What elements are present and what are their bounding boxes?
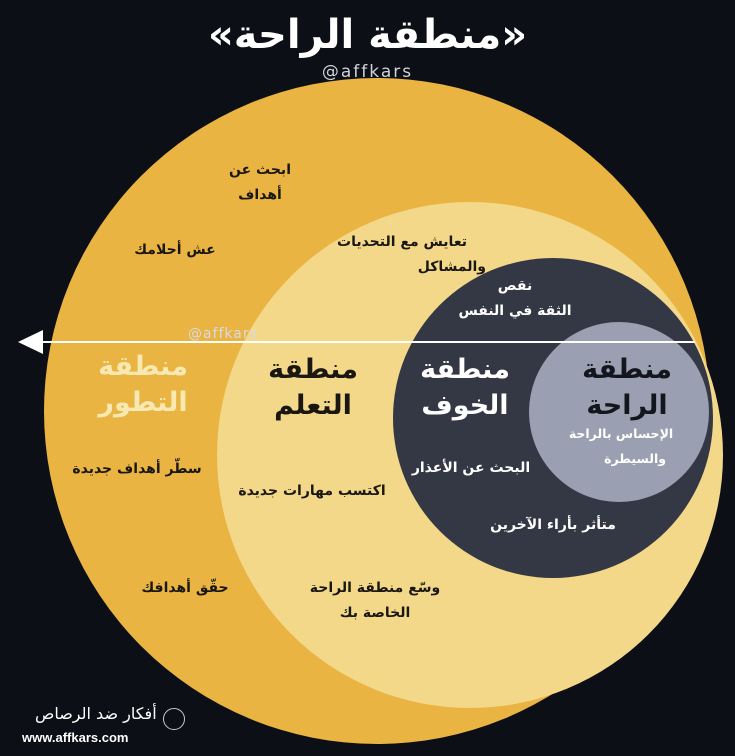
learning-item-new-skills: اكتسب مهارات جديدة — [238, 483, 386, 499]
growth-item-achieve-goals: حقّق أهدافك — [141, 580, 229, 596]
fear-zone-title: منطقة الخوف — [400, 352, 530, 424]
growth-zone-title-line2: التطور — [98, 387, 188, 418]
learning-item-cope-challenges-line2: والمشاكل — [417, 259, 486, 275]
comfort-item-feeling-line2: والسيطرة — [604, 451, 666, 466]
comfort-zone-title: منطقة الراحة — [562, 352, 692, 424]
growth-item-live-dreams: عش أحلامك — [134, 242, 216, 258]
comfort-zone-title-line2: الراحة — [586, 390, 668, 421]
learning-zone-title-line1: منطقة — [268, 354, 358, 385]
learning-item-cope-challenges-line1: تعايش مع التحديات — [337, 234, 467, 250]
fear-item-low-confidence-line2: الثقة في النفس — [458, 303, 572, 319]
learning-item-expand-comfort: وسّع منطقة الراحة الخاصة بك — [290, 576, 460, 626]
learning-item-expand-comfort-line1: وسّع منطقة الراحة — [309, 580, 441, 596]
growth-zone-title: منطقة التطور — [68, 349, 218, 421]
fear-item-others-opinions: متأثر بأراء الآخرين — [490, 517, 616, 533]
fear-item-low-confidence: نقص الثقة في النفس — [445, 274, 585, 324]
brand-name: أفكار ضد الرصاص — [35, 704, 157, 723]
brand-url: www.affkars.com — [22, 730, 129, 745]
watermark-handle-top: @affkars — [321, 62, 414, 82]
comfort-zone-title-line1: منطقة — [582, 354, 672, 385]
comfort-zone-circle — [529, 322, 709, 502]
learning-zone-title-line2: التعلم — [274, 390, 352, 421]
growth-item-search-goals: ابحث عن أهداف — [200, 158, 320, 208]
fear-item-low-confidence-line1: نقص — [497, 278, 533, 294]
growth-item-search-goals-line1: ابحث عن — [228, 162, 291, 178]
learning-item-expand-comfort-line2: الخاصة بك — [339, 605, 411, 621]
fear-zone-title-line1: منطقة — [420, 354, 510, 385]
direction-arrow-head — [18, 330, 43, 354]
watermark-handle-mid: @affkars — [188, 326, 258, 342]
comfort-item-feeling: الإحساس بالراحة والسيطرة — [556, 421, 686, 471]
learning-item-cope-challenges: تعايش مع التحديات والمشاكل — [312, 230, 492, 280]
growth-item-search-goals-line2: أهداف — [238, 187, 282, 203]
learning-zone-title: منطقة التعلم — [238, 352, 388, 424]
fear-zone-title-line2: الخوف — [421, 390, 509, 421]
comfort-item-feeling-line1: الإحساس بالراحة — [568, 426, 674, 441]
brand-seal-icon — [163, 708, 185, 730]
page-title: «منطقة الراحة» — [207, 12, 528, 58]
growth-zone-title-line1: منطقة — [98, 351, 188, 382]
fear-item-excuses: البحث عن الأعذار — [411, 460, 531, 476]
growth-item-set-new-goals: سطّر أهداف جديدة — [72, 461, 202, 477]
